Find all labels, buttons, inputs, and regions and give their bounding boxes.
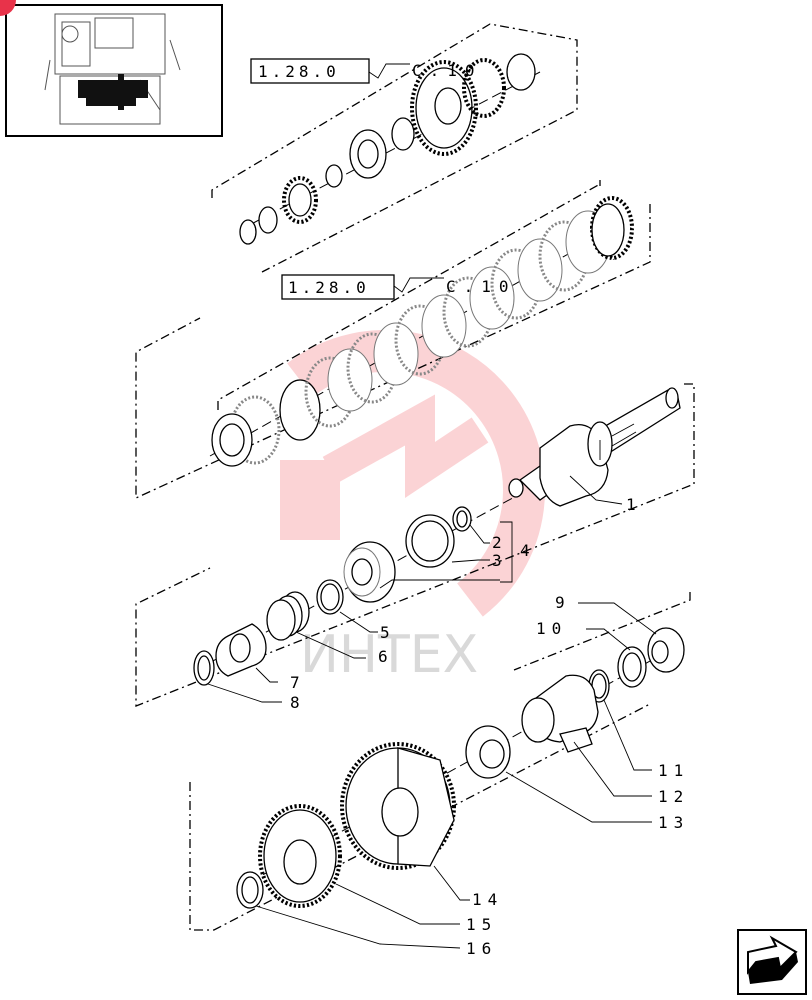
callout-10: 10 — [536, 619, 567, 638]
callout-1: 1 — [626, 495, 636, 514]
part-6 — [266, 591, 310, 641]
callout-15: 15 — [466, 915, 497, 934]
group-frame-clutch — [135, 180, 651, 500]
part-10 — [617, 646, 647, 688]
svg-text:C.10: C.10 — [412, 61, 483, 80]
reference-box-2[interactable]: 1.28.0 C.10 — [281, 274, 517, 300]
gear-top — [410, 58, 506, 156]
reference-box-1[interactable]: 1.28.0 C.10 — [250, 58, 483, 84]
clutch-plate-stack — [211, 196, 634, 467]
callout-11: 11 — [658, 761, 689, 780]
ring-set-top — [239, 53, 536, 245]
part-5 — [316, 579, 344, 615]
shaft-part-1[interactable] — [508, 387, 681, 507]
part-9 — [647, 627, 685, 673]
part-bearing-center — [343, 541, 396, 603]
leader-lines — [207, 475, 657, 949]
group-frame-shaft — [135, 383, 695, 707]
callout-3: 3 — [492, 551, 502, 570]
svg-text:1.28.0: 1.28.0 — [258, 62, 340, 81]
next-page-arrow-icon[interactable] — [737, 929, 807, 995]
part-13-bearing — [465, 725, 511, 779]
callout-4: 4 — [520, 541, 530, 560]
watermark-text: ИНТЕХ — [300, 625, 478, 685]
group-frame-top — [211, 23, 578, 273]
corner-marker-icon — [0, 0, 16, 16]
callout-16: 16 — [466, 939, 497, 958]
callout-8: 8 — [290, 693, 300, 712]
part-15-gear — [258, 804, 342, 908]
svg-text:C.10: C.10 — [446, 277, 517, 296]
callout-9: 9 — [555, 593, 565, 612]
assembly-thumbnail[interactable] — [5, 4, 223, 137]
callout-labels: 1 2 3 4 5 6 7 8 9 10 11 12 13 14 15 16 — [290, 495, 689, 958]
callout-14: 14 — [472, 890, 503, 909]
part-7 — [215, 623, 267, 677]
part-2 — [452, 506, 472, 532]
part-16-ring — [236, 871, 264, 909]
part-3 — [405, 514, 455, 568]
callout-6: 6 — [378, 647, 388, 666]
callout-12: 12 — [658, 787, 689, 806]
callout-7: 7 — [290, 673, 300, 692]
watermark-logo — [280, 330, 546, 617]
part-14-gear — [340, 742, 456, 870]
callout-5: 5 — [380, 623, 390, 642]
group-frame-gears — [189, 592, 691, 931]
svg-text:1.28.0: 1.28.0 — [288, 278, 370, 297]
part-8 — [193, 650, 215, 686]
callout-13: 13 — [658, 813, 689, 832]
callout-2: 2 — [492, 533, 502, 552]
part-12-fork — [521, 674, 599, 753]
